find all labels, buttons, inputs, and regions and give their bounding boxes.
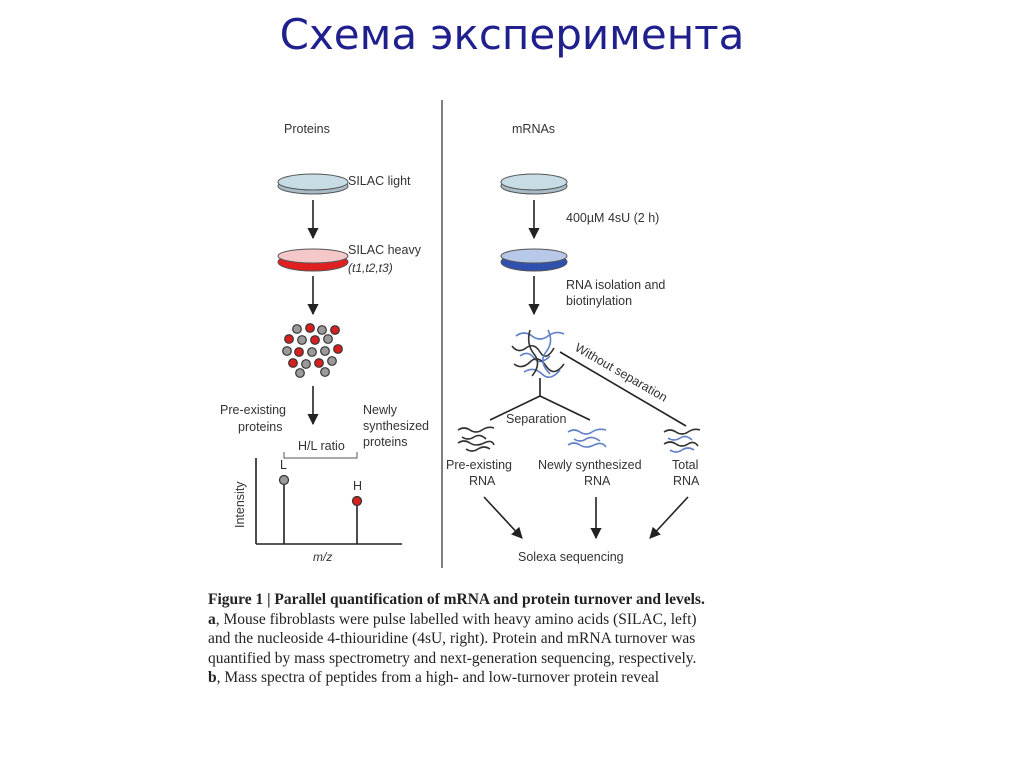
pre-existing-proteins-label-2: proteins — [238, 420, 282, 434]
newly-synthesized-rna-icon — [567, 428, 607, 448]
pre-existing-proteins-label-1: Pre-existing — [220, 403, 286, 417]
sequencing-label: Solexa sequencing — [518, 550, 624, 564]
rna-mixture-icon — [511, 329, 565, 378]
separation-branch-right — [539, 395, 591, 421]
rna-isolation-label-2: biotinylation — [566, 294, 632, 308]
caption-line-3: quantified by mass spectrometry and next… — [208, 649, 697, 667]
peak-l-label: L — [280, 458, 287, 472]
caption-title-line: Figure 1 | Parallel quantification of mR… — [208, 590, 808, 610]
newly-synthesized-proteins-label-3: proteins — [363, 435, 407, 449]
rna-isolation-label-1: RNA isolation and — [566, 278, 665, 292]
caption-figure-label: Figure 1 — [208, 591, 264, 608]
without-separation-line — [559, 351, 687, 427]
caption-separator: | — [263, 591, 275, 608]
silac-light-label: SILAC light — [348, 174, 411, 188]
separation-branch-left — [489, 395, 541, 421]
mrna-labelled-dish — [500, 248, 568, 272]
newly-synthesized-proteins-label-2: synthesized — [363, 419, 429, 433]
total-rna-icon — [663, 428, 701, 453]
figure-caption: Figure 1 | Parallel quantification of mR… — [208, 590, 808, 688]
mrna-start-dish — [500, 173, 568, 195]
caption-line-2: and the nucleoside 4-thiouridine (4sU, r… — [208, 630, 696, 647]
pre-existing-rna-label-1: Pre-existing — [446, 458, 512, 472]
mz-axis-label: m/z — [313, 550, 332, 564]
caption-part-b: b — [208, 669, 217, 686]
caption-text-1: , Mouse fibroblasts were pulse labelled … — [215, 610, 697, 628]
separation-label: Separation — [506, 412, 567, 426]
newly-synthesized-proteins-label-1: Newly — [363, 403, 398, 417]
total-rna-label-2: RNA — [673, 474, 700, 488]
proteins-heading: Proteins — [284, 122, 330, 136]
treatment-label: 400µM 4sU (2 h) — [566, 211, 659, 225]
timepoints-label: (t1,t2,t3) — [348, 261, 393, 275]
protein-cluster-icon — [282, 323, 343, 378]
caption-text-4: , Mass spectra of peptides from a high- … — [216, 669, 660, 686]
peak-l-marker — [278, 474, 290, 486]
silac-heavy-label: SILAC heavy — [348, 243, 422, 257]
mrnas-heading: mRNAs — [512, 122, 555, 136]
silac-light-dish — [277, 173, 349, 195]
arrow-total-to-sequencing — [649, 496, 689, 539]
total-rna-label-1: Total — [672, 458, 698, 472]
caption-figure-title: Parallel quantification of mRNA and prot… — [274, 591, 705, 608]
peak-h-label: H — [353, 479, 362, 493]
newly-synthesized-rna-label-1: Newly synthesized — [538, 458, 642, 472]
hl-ratio-bracket — [283, 452, 358, 459]
pre-existing-rna-icon — [457, 426, 495, 452]
pre-existing-rna-label-2: RNA — [469, 474, 496, 488]
without-separation-label: Without separation — [573, 340, 670, 404]
caption-part-a: a — [208, 610, 216, 628]
caption-line-4: b, Mass spectra of peptides from a high-… — [208, 668, 808, 688]
slide-title: Схема эксперимента — [279, 10, 745, 59]
caption-line-1: a, Mouse fibroblasts were pulse labelled… — [208, 610, 808, 630]
hl-ratio-label: H/L ratio — [298, 439, 345, 453]
silac-heavy-dish — [277, 248, 349, 272]
peak-h-marker — [351, 495, 363, 507]
arrow-pre-existing-to-sequencing — [483, 496, 523, 539]
newly-synthesized-rna-label-2: RNA — [584, 474, 611, 488]
intensity-axis-label: Intensity — [233, 481, 247, 528]
